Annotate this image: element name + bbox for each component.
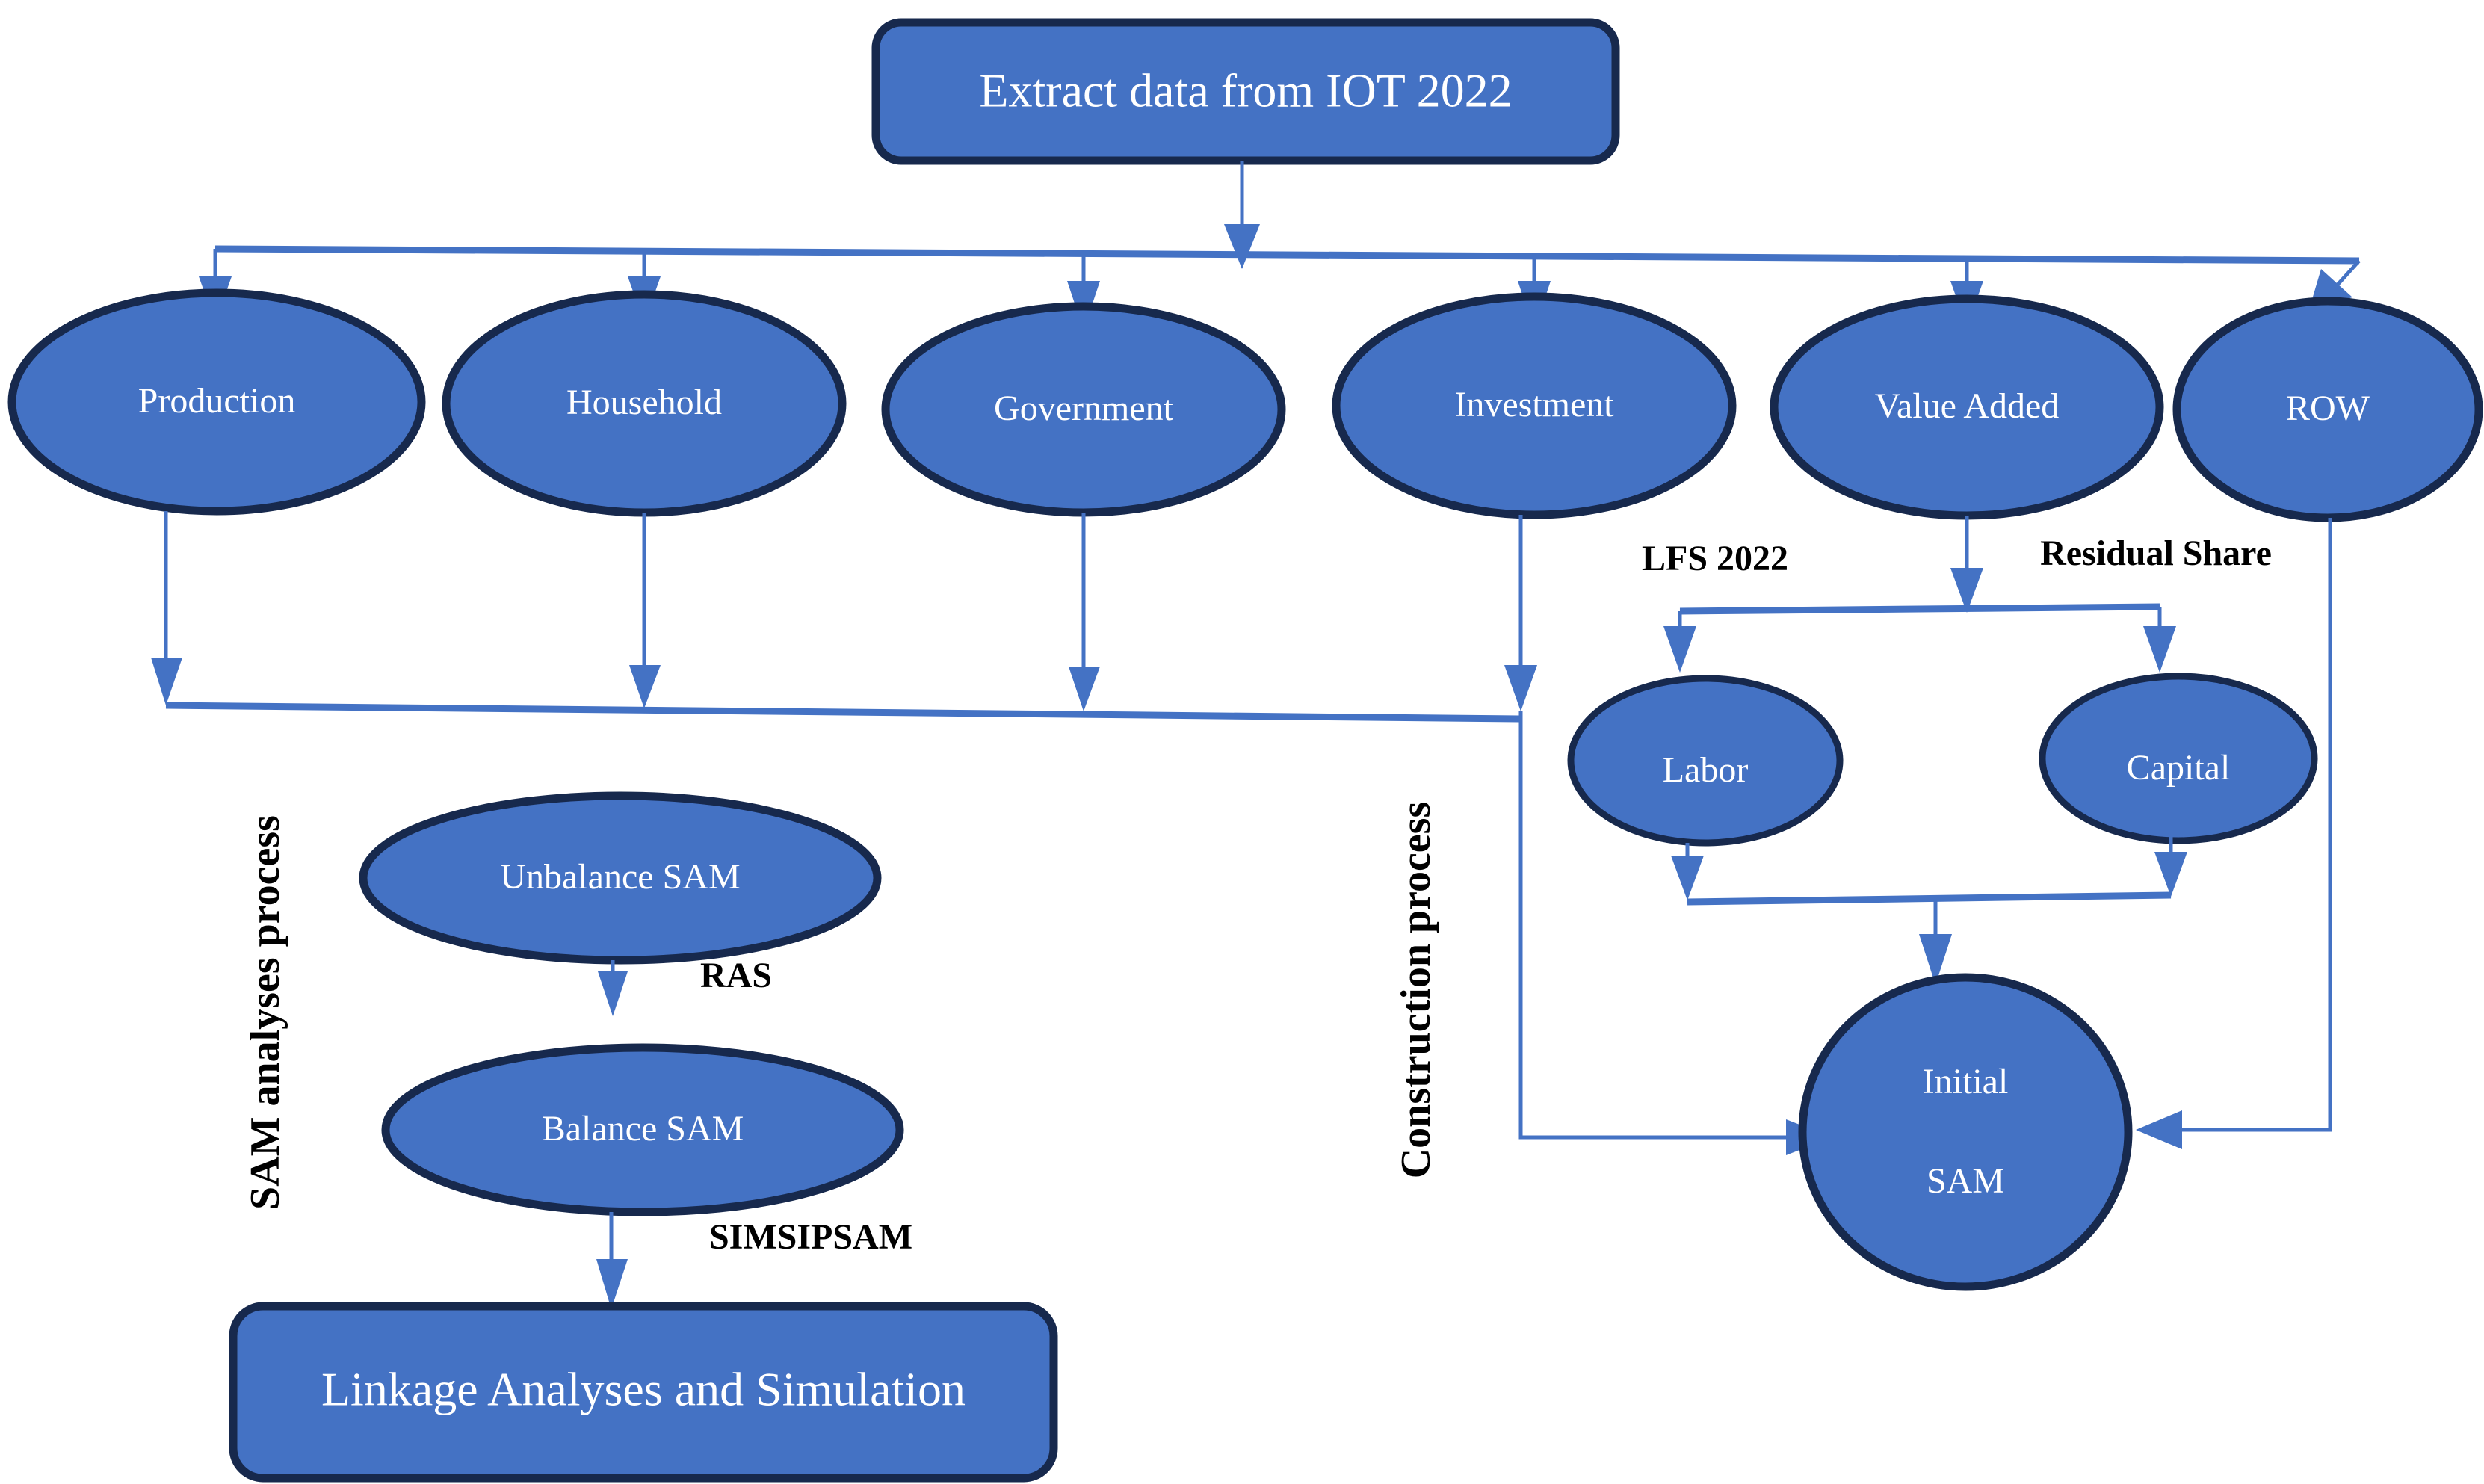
label-simsipsam: SIMSIPSAM: [709, 1217, 912, 1257]
edge-value-added-down: [1950, 516, 1983, 613]
node-extract-data[interactable]: Extract data from IOT 2022: [871, 18, 1620, 165]
labor-label: Labor: [1663, 750, 1749, 790]
edge-bus-top: [214, 245, 2360, 265]
edge-government-down: [1069, 513, 1100, 711]
edge-bus-lower: [165, 702, 1521, 723]
label-residual-share: Residual Share: [2040, 534, 2272, 573]
edge-household-down: [629, 513, 661, 708]
labor-ellipse[interactable]: [1567, 675, 1844, 847]
label-ras: RAS: [700, 956, 772, 995]
extract-data-label: Extract data from IOT 2022: [979, 64, 1512, 117]
household-label: Household: [566, 383, 722, 422]
investment-ellipse[interactable]: [1332, 292, 1737, 519]
edge-investment-down: [1504, 515, 1537, 711]
node-unbalance-sam[interactable]: Unbalance SAM: [359, 791, 882, 965]
unbalance-sam-ellipse[interactable]: [359, 791, 882, 965]
government-label: Government: [994, 389, 1174, 428]
node-production[interactable]: Production: [7, 288, 426, 516]
edge-production-down: [151, 511, 182, 705]
edge-labor-down: [1671, 843, 1704, 900]
investment-label: Investment: [1454, 385, 1614, 424]
node-linkage-analyses[interactable]: Linkage Analyses and Simulation: [229, 1302, 1058, 1483]
capital-ellipse[interactable]: [2039, 673, 2318, 844]
arrowhead-extract-to-bus: [1224, 224, 1260, 269]
edge-factors-to-initial-sam: [1919, 898, 1952, 985]
balance-sam-label: Balance SAM: [542, 1109, 744, 1148]
edge-factor-merge-bar: [1687, 891, 2172, 906]
balance-sam-ellipse[interactable]: [381, 1043, 904, 1216]
edge-row-to-initial-sam: [2136, 518, 2332, 1149]
linkage-analyses-label: Linkage Analyses and Simulation: [321, 1363, 966, 1416]
edge-split-to-capital: [2143, 607, 2176, 673]
node-balance-sam[interactable]: Balance SAM: [381, 1043, 904, 1216]
node-household[interactable]: Household: [442, 290, 847, 517]
node-labor[interactable]: Labor: [1567, 675, 1844, 847]
linkage-analyses-box[interactable]: [229, 1302, 1058, 1483]
edge-capital-down: [2154, 837, 2187, 897]
production-label: Production: [138, 381, 296, 421]
node-capital[interactable]: Capital: [2039, 673, 2318, 844]
node-row[interactable]: ROW: [2172, 297, 2483, 522]
extract-data-box[interactable]: [871, 18, 1620, 165]
initial-sam-label-line2: SAM: [1927, 1161, 2004, 1201]
row-label: ROW: [2286, 389, 2370, 428]
label-sam-analyses-process: SAM analyses process: [242, 815, 288, 1210]
edge-balance-to-linkage: [596, 1212, 628, 1309]
label-lfs-2022: LFS 2022: [1642, 539, 1788, 578]
node-initial-sam[interactable]: Initial SAM: [1798, 973, 2133, 1291]
value-added-label: Value Added: [1875, 386, 2060, 426]
node-investment[interactable]: Investment: [1332, 292, 1737, 519]
edge-unbalance-to-balance: [598, 960, 628, 1016]
edge-factor-split-bar: [1679, 603, 2160, 615]
capital-label: Capital: [2127, 748, 2231, 788]
initial-sam-label-line1: Initial: [1923, 1062, 2009, 1101]
initial-sam-ellipse[interactable]: [1798, 973, 2133, 1291]
label-construction-process: Construction process: [1393, 802, 1439, 1179]
production-ellipse[interactable]: [7, 288, 426, 516]
unbalance-sam-label: Unbalance SAM: [500, 857, 740, 897]
node-value-added[interactable]: Value Added: [1770, 294, 2164, 520]
row-ellipse[interactable]: [2172, 297, 2483, 522]
node-government[interactable]: Government: [881, 302, 1286, 517]
edge-split-to-labor: [1663, 611, 1696, 673]
